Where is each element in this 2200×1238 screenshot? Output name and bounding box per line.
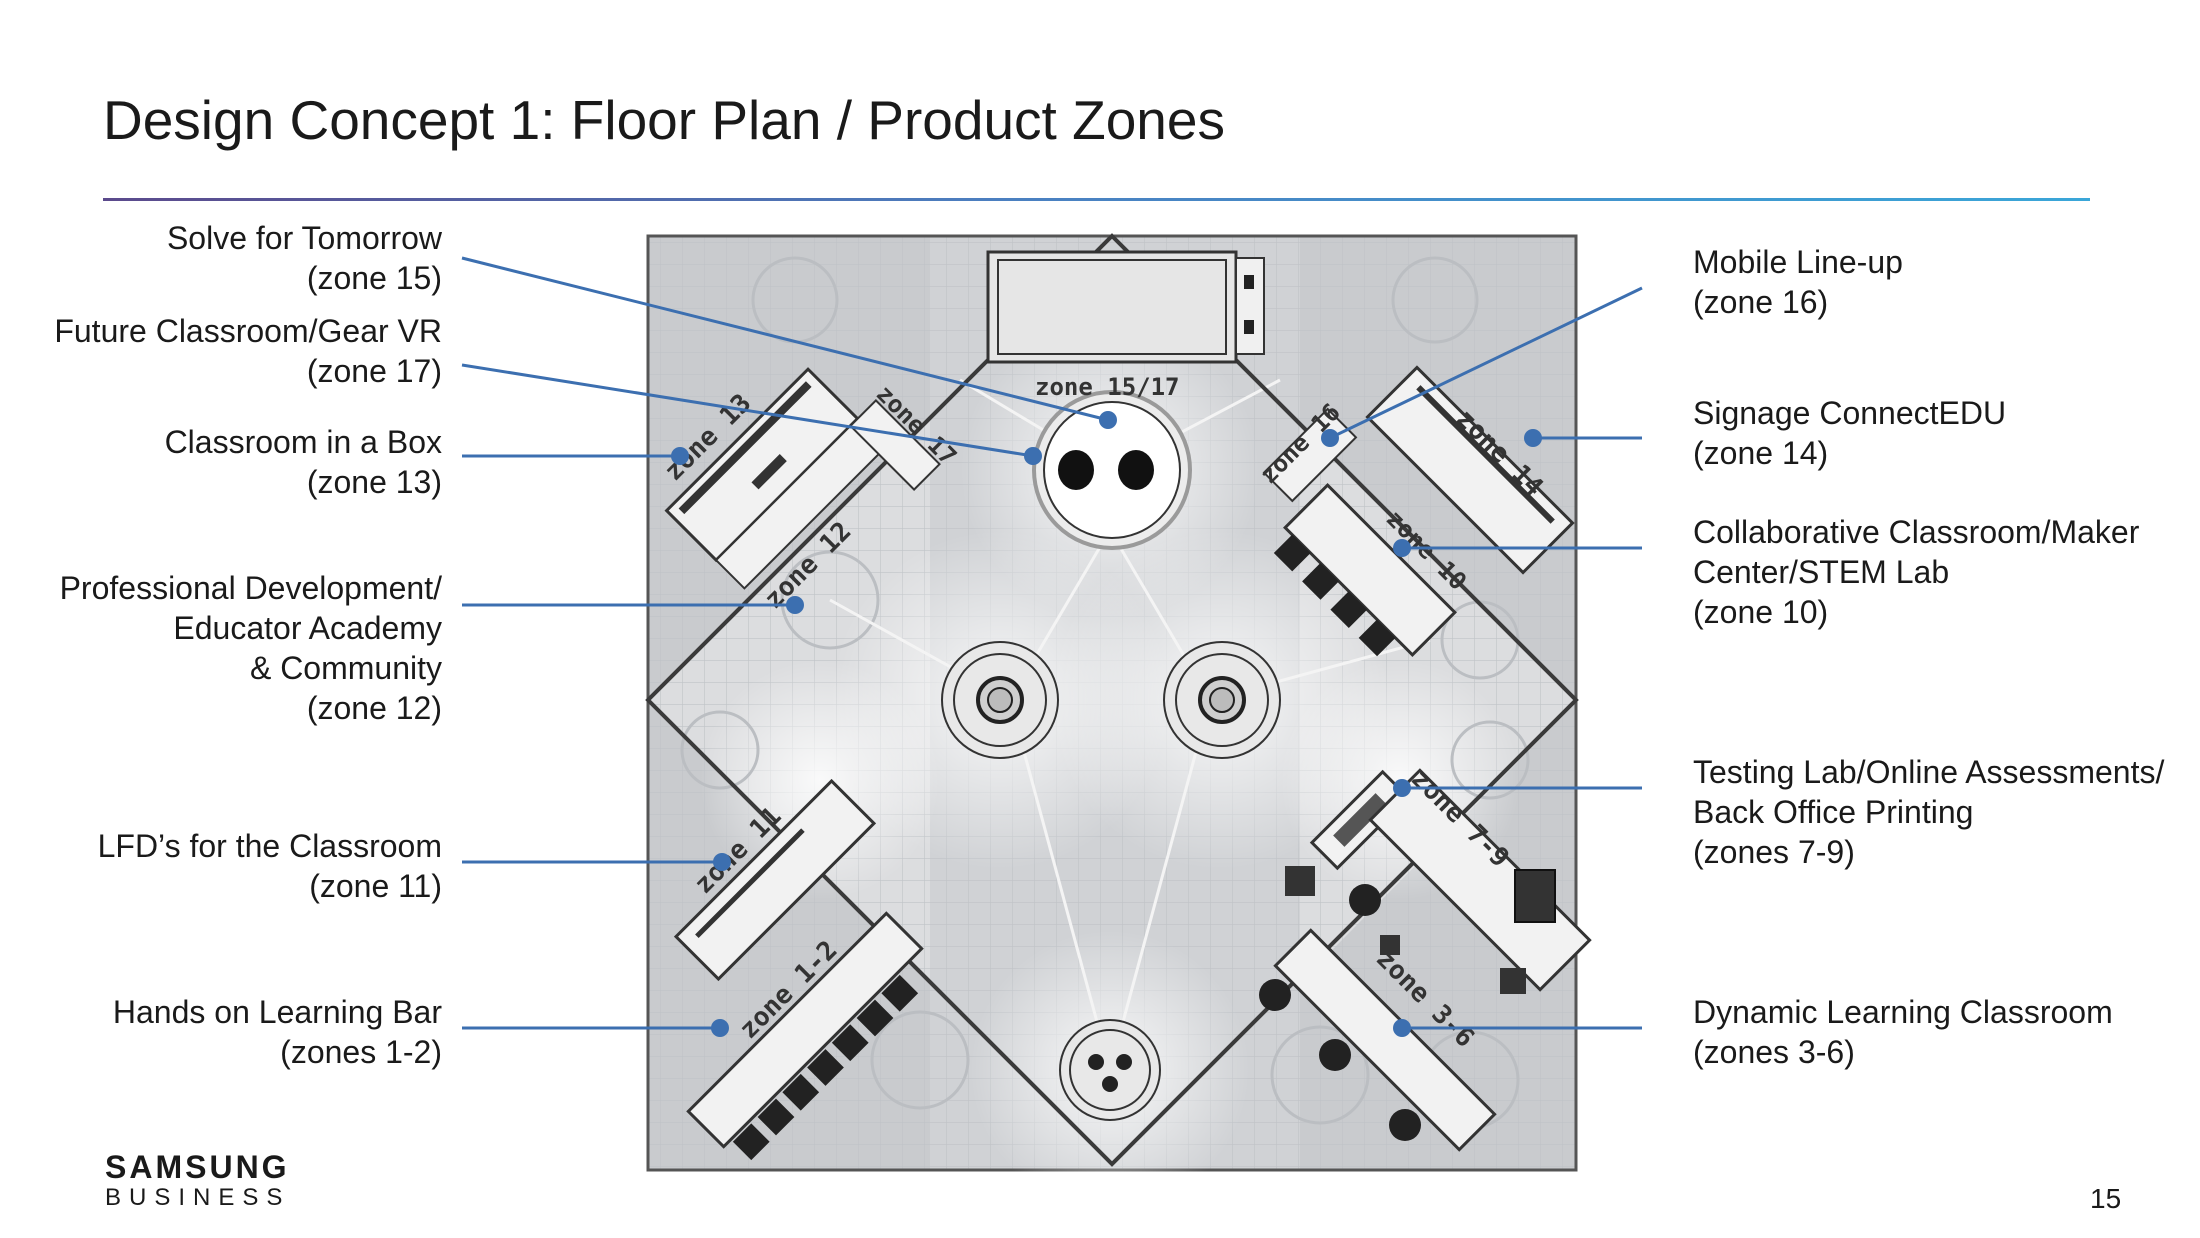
label-line: (zone 15) <box>306 260 442 296</box>
label-line: (zone 10) <box>1693 594 1829 630</box>
label-mobile-line-up: Mobile Line-up (zone 16) <box>1693 242 1903 322</box>
plan-label-zone-15-17: zone 15/17 <box>1035 373 1180 401</box>
leader-dot-zone-13 <box>671 447 689 465</box>
page-number: 15 <box>2090 1183 2122 1214</box>
label-line: Professional Development/ <box>59 570 442 606</box>
label-line: (zone 13) <box>306 464 442 500</box>
leader-dot-zone-16 <box>1321 429 1339 447</box>
leader-zone-16 <box>1329 286 1643 440</box>
floor-glows <box>700 320 1520 1210</box>
label-line: Collaborative Classroom/Maker <box>1693 514 2140 550</box>
label-line: (zone 17) <box>306 353 442 389</box>
round-table-left <box>941 641 1059 759</box>
logo-line-1: SAMSUNG <box>105 1149 290 1185</box>
label-line: LFD’s for the Classroom <box>97 828 442 864</box>
samsung-business-logo: SAMSUNG BUSINESS <box>105 1150 290 1212</box>
label-line: (zone 14) <box>1693 435 1829 471</box>
label-line: Hands on Learning Bar <box>112 994 442 1030</box>
label-line: Center/STEM Lab <box>1693 554 1950 590</box>
title-divider <box>103 198 2090 201</box>
leader-zone-15 <box>461 256 1109 422</box>
label-line: Mobile Line-up <box>1693 244 1903 280</box>
round-table-right <box>1163 641 1281 759</box>
slide-title: Design Concept 1: Floor Plan / Product Z… <box>103 89 1225 151</box>
label-dynamic-learning-classroom: Dynamic Learning Classroom (zones 3-6) <box>1693 992 2113 1072</box>
round-table-bottom <box>1059 1019 1161 1121</box>
label-line: (zone 12) <box>306 690 442 726</box>
top-stage <box>986 250 1265 364</box>
label-line: (zone 11) <box>309 868 442 904</box>
label-line: Signage ConnectEDU <box>1693 395 2007 431</box>
leader-dot-zone-17 <box>1024 447 1042 465</box>
booth-outline <box>645 233 1579 1167</box>
label-testing-lab: Testing Lab/Online Assessments/ Back Off… <box>1693 752 2164 872</box>
fixture-zone-7-9 <box>1285 768 1592 992</box>
leader-dot-zone-11 <box>713 853 731 871</box>
fixture-zone-3-6 <box>1259 884 1526 1152</box>
label-line: Back Office Printing <box>1693 794 1974 830</box>
leader-dot-zone-1-2 <box>711 1019 729 1037</box>
label-line: (zones 1-2) <box>280 1034 442 1070</box>
leader-lines <box>461 256 1643 1037</box>
label-line: (zones 7-9) <box>1693 834 1855 870</box>
label-signage-connectedu: Signage ConnectEDU (zone 14) <box>1693 393 2006 473</box>
leader-zone-17 <box>461 363 1034 458</box>
label-line: Solve for Tomorrow <box>166 220 442 256</box>
vr-platform <box>1032 390 1192 550</box>
leader-dot-zone-10 <box>1393 539 1411 557</box>
leader-dot-zone-12 <box>786 596 804 614</box>
label-line: (zones 3-6) <box>1693 1034 1855 1070</box>
label-solve-for-tomorrow: Solve for Tomorrow (zone 15) <box>167 218 442 298</box>
leader-dot-zone-14 <box>1524 429 1542 447</box>
label-collaborative-classroom: Collaborative Classroom/Maker Center/STE… <box>1693 512 2139 632</box>
label-line: (zone 16) <box>1693 284 1829 320</box>
label-line: Testing Lab/Online Assessments/ <box>1693 754 2165 790</box>
logo-line-2: BUSINESS <box>105 1184 291 1211</box>
label-line: Future Classroom/Gear VR <box>54 313 442 349</box>
label-line: Dynamic Learning Classroom <box>1693 994 2113 1030</box>
leader-dot-zone-7-9 <box>1393 779 1411 797</box>
label-line: Educator Academy <box>173 610 442 646</box>
label-future-classroom: Future Classroom/Gear VR (zone 17) <box>54 311 442 391</box>
leader-dot-zone-3-6 <box>1393 1019 1411 1037</box>
label-lfds-for-classroom: LFD’s for the Classroom (zone 11) <box>98 826 442 906</box>
label-hands-on-learning-bar: Hands on Learning Bar (zones 1-2) <box>113 992 442 1072</box>
label-line: & Community <box>249 650 442 686</box>
label-classroom-in-a-box: Classroom in a Box (zone 13) <box>165 422 442 502</box>
label-line: Classroom in a Box <box>164 424 442 460</box>
leader-dot-zone-15 <box>1099 411 1117 429</box>
label-professional-development: Professional Development/ Educator Acade… <box>60 568 442 728</box>
